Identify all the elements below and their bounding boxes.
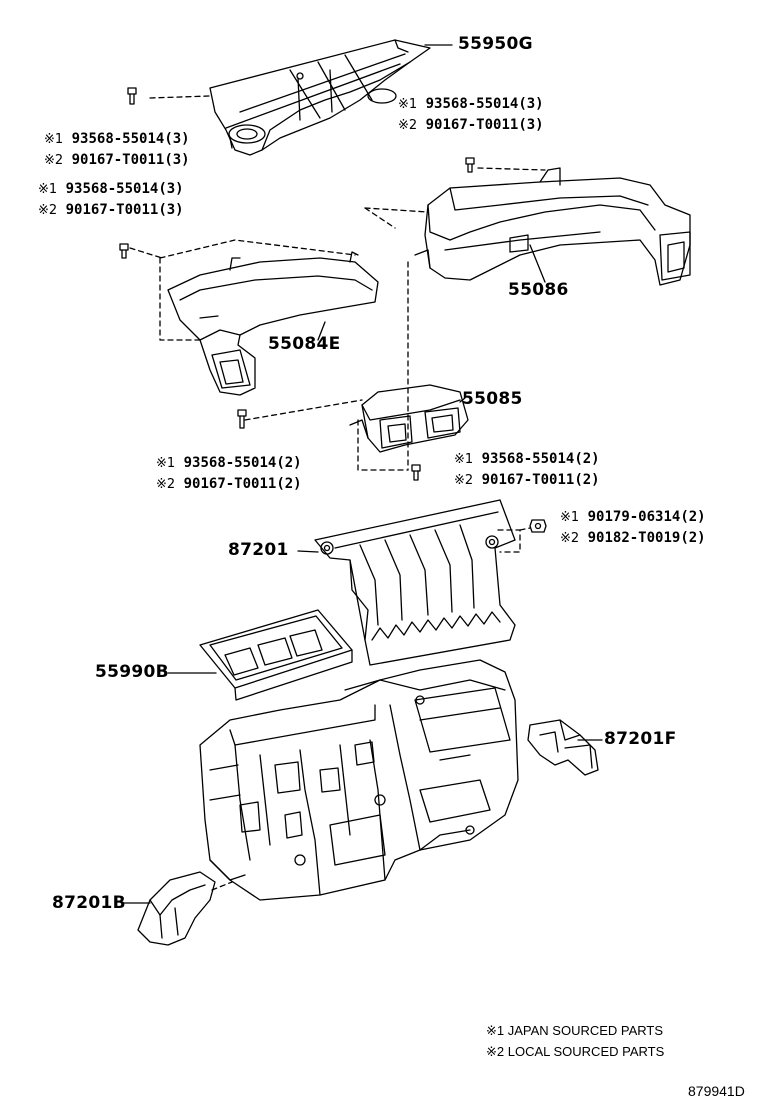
- duct-55085: [349, 384, 469, 453]
- legend-line-japan: ※1 JAPAN SOURCED PARTS: [486, 1023, 664, 1038]
- piece-87201f: [527, 719, 599, 776]
- bolt: [127, 87, 137, 105]
- gasket-55990b: [199, 609, 353, 701]
- main-housing: [199, 659, 519, 901]
- housing-87201: [314, 499, 516, 666]
- nut: [529, 519, 547, 533]
- legend: ※1 JAPAN SOURCED PARTS ※2 LOCAL SOURCED …: [486, 1020, 664, 1062]
- leader-dashed: [357, 419, 409, 471]
- ref-block-b: ※1 93568-55014(3) ※2 90167-T0011(3): [44, 131, 190, 168]
- bolt: [411, 464, 421, 481]
- leader-dashed: [497, 529, 521, 553]
- part-label-55950g: 55950G: [458, 34, 533, 54]
- part-label-55086: 55086: [508, 280, 569, 300]
- leader-dashed: [159, 257, 201, 341]
- part-label-55084e: 55084E: [268, 334, 341, 354]
- leader-dashed: [159, 239, 356, 259]
- ref-block-e: ※1 93568-55014(2) ※2 90167-T0011(2): [454, 451, 600, 488]
- leader-dashed: [364, 207, 429, 213]
- leader-dashed: [149, 95, 211, 99]
- bolt: [465, 157, 475, 173]
- ref-block-c: ※1 93568-55014(3) ※2 90167-T0011(3): [38, 181, 184, 218]
- bolt: [119, 243, 129, 259]
- part-label-87201f: 87201F: [604, 729, 677, 749]
- leader-55085: [459, 397, 466, 403]
- leader-55086: [529, 244, 546, 283]
- leader-55084e: [317, 321, 326, 341]
- leader-87201: [297, 550, 319, 553]
- ref-block-f: ※1 90179-06314(2) ※2 90182-T0019(2): [560, 509, 706, 546]
- part-label-87201b: 87201B: [52, 893, 126, 913]
- duct-55086: [414, 167, 691, 286]
- leader-dashed: [129, 247, 163, 259]
- leader-dashed: [364, 207, 396, 229]
- part-label-87201: 87201: [228, 540, 289, 560]
- legend-line-local: ※2 LOCAL SOURCED PARTS: [486, 1044, 665, 1059]
- document-id: 879941D: [688, 1083, 745, 1099]
- part-label-55990b: 55990B: [95, 662, 169, 682]
- piece-87201b: [137, 871, 216, 946]
- leader-dashed: [211, 881, 233, 891]
- duct-55084e: [167, 251, 379, 396]
- leader-dashed: [519, 527, 531, 531]
- bolt: [237, 409, 247, 429]
- leader-dashed: [244, 399, 363, 421]
- ref-block-a: ※1 93568-55014(3) ※2 90167-T0011(3): [398, 96, 544, 133]
- ref-block-d: ※1 93568-55014(2) ※2 90167-T0011(2): [156, 455, 302, 492]
- part-label-55085: 55085: [462, 389, 523, 409]
- duct-55950g: [209, 39, 431, 156]
- leader-dashed: [477, 167, 546, 171]
